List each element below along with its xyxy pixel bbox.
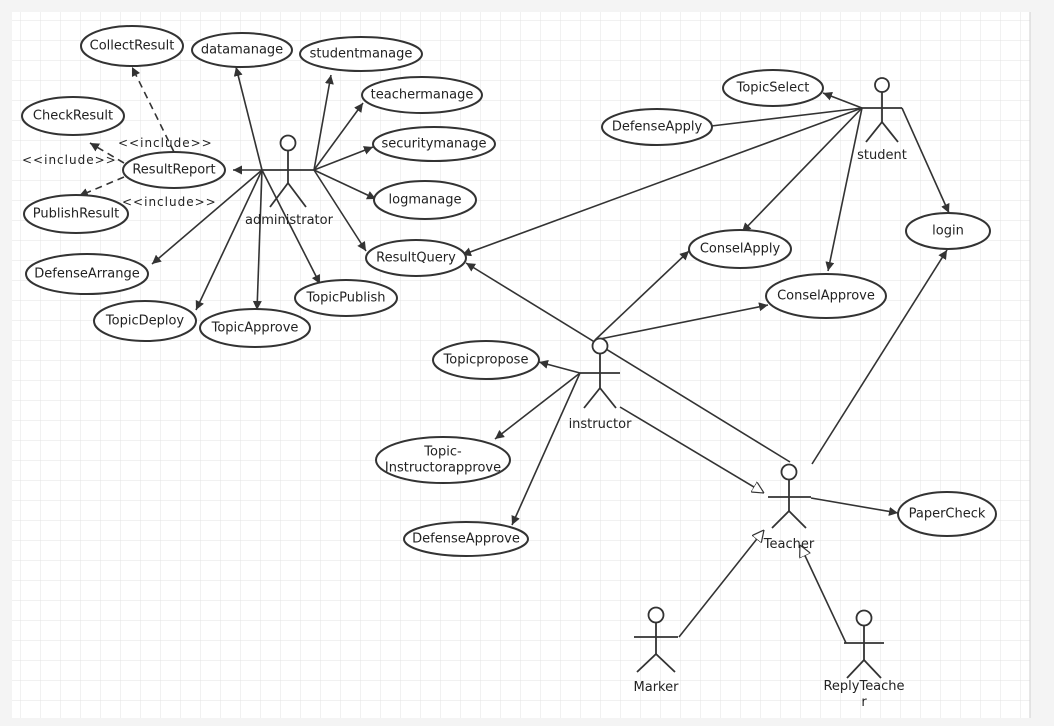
generalizations (619, 406, 847, 644)
usecase-label: PublishResult (33, 207, 120, 222)
assoc-student-conselapprove (825, 107, 863, 272)
usecase-label: ResultReport (132, 163, 215, 178)
assoc-instructor-defenseapprove (511, 372, 581, 526)
actors (262, 77, 902, 679)
usecase-label: Instructorapprove (385, 461, 501, 476)
assoc-instructor-conselapply (594, 250, 690, 341)
assoc-student-login (901, 107, 950, 214)
usecase-datamanage[interactable] (191, 32, 293, 68)
usecase-collect-result[interactable] (80, 25, 184, 67)
include-label-collect: <<include>> (118, 136, 213, 150)
assoc-admin-logmanage (313, 169, 377, 200)
actor-label-reply-teacher-cont: r (861, 695, 867, 710)
actor-label-marker: Marker (634, 680, 680, 695)
assoc-teacher-papercheck (810, 497, 899, 516)
gen-instructor-teacher (619, 406, 764, 493)
usecase-label: TopicApprove (211, 321, 299, 336)
actor-label-student: student (857, 148, 907, 163)
usecase-label: logmanage (389, 193, 462, 208)
include-resultreport-publishresult (78, 176, 125, 197)
assoc-instructor-topicinstructorapprove (494, 372, 581, 440)
usecase-result-query[interactable] (365, 239, 467, 277)
usecase-publish-result[interactable] (23, 194, 129, 234)
usecase-label: DefenseApply (612, 120, 703, 135)
assoc-instructor-topicpropose (538, 359, 581, 374)
usecase-topic-publish[interactable] (294, 279, 398, 317)
usecase-topic-approve[interactable] (199, 308, 311, 348)
usecase-label: TopicDeploy (105, 314, 185, 329)
include-resultreport-checkresult (89, 142, 125, 164)
usecase-label: PaperCheck (909, 507, 986, 522)
actor-label-teacher: Teacher (763, 537, 815, 552)
usecase-label: ConselApprove (777, 289, 875, 304)
actor-label-administrator: administrator (245, 213, 334, 228)
assoc-student-topicselect (822, 92, 863, 109)
usecase-defense-approve[interactable] (403, 521, 529, 557)
usecase-label: login (932, 224, 964, 239)
include-resultreport-collectresult (131, 66, 175, 153)
assoc-admin-studentmanage (313, 74, 334, 171)
usecase-topicpropose[interactable] (432, 340, 540, 380)
assoc-student-defenseapply (702, 107, 863, 131)
assoc-admin-securitymanage (313, 146, 374, 171)
usecase-label: DefenseArrange (34, 267, 139, 282)
assoc-admin-datamanage (233, 66, 263, 171)
usecase-label: CheckResult (33, 109, 113, 124)
usecase-login[interactable] (905, 212, 991, 250)
assoc-admin-topicapprove (252, 169, 263, 311)
assoc-instructor-conselapprove (594, 302, 769, 341)
usecase-label: ConselApply (700, 242, 781, 257)
assoc-student-conselapply (741, 107, 863, 233)
assoc-teacher-login (811, 249, 948, 465)
actor-reply-teacher[interactable] (844, 609, 884, 679)
actor-administrator[interactable] (262, 134, 314, 208)
usecase-label: CollectResult (90, 39, 175, 54)
assoc-student-resultquery (461, 107, 863, 257)
assoc-admin-defensearrange (151, 169, 263, 265)
usecase-label: TopicSelect (736, 81, 810, 96)
gen-marker-teacher (678, 530, 764, 638)
usecase-label: teachermanage (371, 88, 474, 103)
actor-student[interactable] (862, 77, 902, 143)
usecase-label: Topic- (423, 445, 462, 460)
actor-marker[interactable] (634, 606, 678, 673)
actor-instructor[interactable] (580, 337, 620, 409)
assoc-teacher-resultquery (465, 262, 791, 463)
usecase-label: securitymanage (382, 137, 487, 152)
usecase-studentmanage[interactable] (299, 36, 423, 72)
usecase-securitymanage[interactable] (372, 126, 496, 162)
associations (151, 66, 950, 526)
assoc-admin-teachermanage (313, 102, 364, 171)
usecase-topic-instructorapprove[interactable] (375, 436, 511, 484)
gen-replyteacher-teacher (800, 545, 847, 644)
usecase-label: Topicpropose (443, 353, 529, 368)
include-label-check: <<include>> (22, 153, 117, 167)
usecase-result-report[interactable] (122, 151, 226, 189)
usecase-label: datamanage (201, 43, 283, 58)
includes (78, 66, 175, 197)
usecase-defense-arrange[interactable] (25, 253, 149, 295)
usecase-label: TopicPublish (305, 291, 385, 306)
usecase-consel-apply[interactable] (688, 229, 792, 269)
usecase-defense-apply[interactable] (601, 108, 713, 146)
usecase-topic-deploy[interactable] (93, 300, 197, 342)
usecase-topic-select[interactable] (722, 69, 824, 107)
usecase-consel-approve[interactable] (765, 273, 887, 319)
usecase-label: DefenseApprove (412, 532, 520, 547)
usecase-logmanage[interactable] (373, 180, 477, 220)
actor-label-instructor: instructor (569, 417, 633, 432)
assoc-admin-topicdeploy (195, 169, 263, 311)
assoc-admin-topicpublish (261, 169, 321, 285)
usecase-label: studentmanage (310, 47, 413, 62)
usecase-paper-check[interactable] (897, 491, 997, 537)
usecase-check-result[interactable] (21, 96, 125, 136)
assoc-admin-resultquery (313, 169, 367, 252)
usecases (21, 25, 997, 557)
actor-label-reply-teacher: ReplyTeache (823, 679, 904, 694)
usecase-teachermanage[interactable] (361, 76, 483, 114)
actor-teacher[interactable] (768, 463, 811, 529)
usecase-label: ResultQuery (376, 251, 456, 266)
include-label-publish: <<include>> (122, 195, 217, 209)
